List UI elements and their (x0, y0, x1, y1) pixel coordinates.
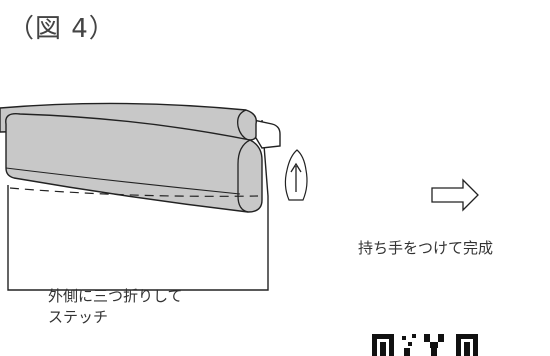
front-fold (5, 113, 263, 213)
right-arrow-icon (431, 178, 479, 212)
up-arrow-icon (284, 149, 308, 201)
stitch-line (9, 187, 259, 197)
bag-body (7, 185, 269, 291)
completion-text: 持ち手をつけて完成 (358, 239, 494, 257)
figure-title: （図 4） (8, 14, 116, 44)
qr-code-icon (372, 334, 478, 356)
fold-instruction-line1: 外側に三つ折りして (48, 287, 183, 305)
fold-instruction: 外側に三つ折りして ステッチ (48, 286, 183, 328)
fold-instruction-line2: ステッチ (48, 308, 109, 326)
